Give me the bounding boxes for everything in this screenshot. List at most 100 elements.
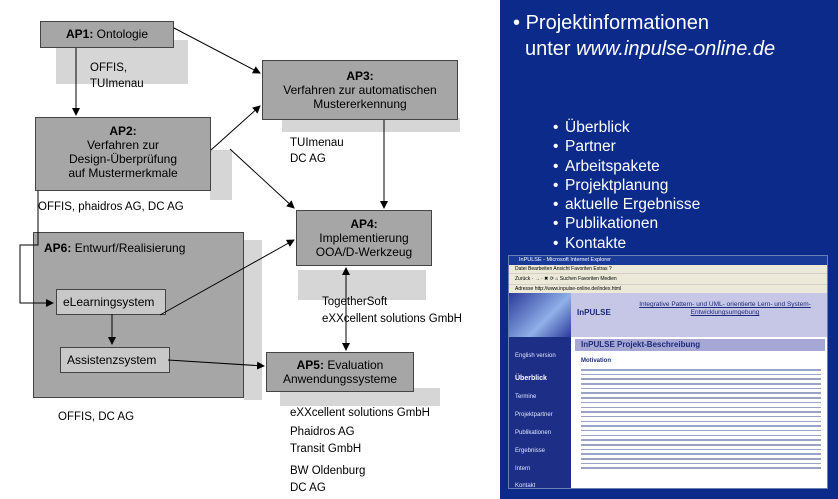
browser-toolbar: Zurück · → · ✖ ⟳ ⌂ Suchen Favoriten Medi… [509,273,827,284]
link-bullet: • [553,119,559,136]
ap3-box: AP3: Verfahren zur automatischen Mustere… [262,60,458,120]
ap6-title: Entwurf/Realisierung [74,241,186,255]
website-screenshot: InPULSE - Microsoft Internet Explorer Da… [508,255,828,489]
ap6-header: AP6: Entwurf/Realisierung [44,241,185,255]
site-section-heading: Motivation [581,358,611,364]
heading-line-1: Projektinformationen [525,12,710,34]
info-link-projektplanung[interactable]: • Projektplanung [553,176,700,195]
link-bullet: • [553,196,559,214]
site-sidebar: English version Überblick Termine Projek… [509,337,571,488]
ap5-title: Evaluation [327,358,384,372]
ap6-box: AP6: Entwurf/Realisierung eLearningsyste… [33,232,244,398]
ap3-partner-2: DC AG [290,153,326,165]
ap3-line-2: Mustererkennung [313,97,407,111]
link-label: Projektplanung [565,176,669,194]
browser-title-bar: InPULSE - Microsoft Internet Explorer [509,256,827,265]
info-link-publikationen[interactable]: • Publikationen [553,214,700,233]
site-nav-kontakt: Kontakt [515,483,536,489]
ap4-partner-2: eXXcellent solutions GmbH [322,313,462,325]
link-bullet: • [553,157,559,175]
site-nav-intern: Intern [515,466,531,472]
ap5-shadow [280,388,440,406]
ap5-line-2: Anwendungssysteme [282,372,398,386]
ap3-shadow [282,118,460,132]
link-label: Überblick [565,119,630,136]
elearningsystem-label: eLearningsystem [63,295,155,309]
info-link-kontakte[interactable]: • Kontakte [553,234,700,253]
arrow-ap2-ap3 [210,105,261,151]
ap5-partner-5: DC AG [290,482,326,494]
ap4-number: AP4: [350,217,378,231]
ap3-partner-1: TUImenau [290,137,344,149]
ap4-line-1: Implementierung [319,231,409,245]
ap6-shadow [244,240,262,400]
link-label: Partner [565,138,616,156]
heading-url[interactable]: www.inpulse-online.de [576,38,776,60]
browser-menu-bar: Datei Bearbeiten Ansicht Favoriten Extra… [509,265,827,273]
site-nav-publikationen: Publikationen [515,430,552,436]
ap2-line-3: auf Mustermerkmale [68,166,178,180]
arrow-ap2-ap4 [229,148,295,209]
link-bullet: • [553,215,559,233]
info-link-ueberblick[interactable]: • Überblick [553,118,700,137]
ap1-partner-1: OFFIS, [90,62,128,74]
site-nav-projektpartner: Projektpartner [515,412,553,418]
heading-prefix: unter [525,38,571,60]
site-tagline: Integrative Pattern- und UML- orientiert… [639,301,811,316]
site-nav-termine: Termine [515,394,537,400]
info-link-list: • Überblick • Partner • Arbeitspakete • Proj… [553,118,700,253]
ap6-number: AP6: [44,241,72,255]
ap3-line-1: Verfahren zur automatischen [283,83,437,97]
site-brand: InPULSE [577,308,611,317]
ap5-partner-3: Transit GmbH [290,443,362,455]
ap2-box: AP2: Verfahren zur Design-Überprüfung au… [35,117,211,191]
site-content: InPULSE Projekt-Beschreibung Motivation [571,337,827,488]
assistenzsystem-label: Assistenzsystem [67,353,157,367]
ap4-box: AP4: Implementierung OOA/D-Werkzeug [296,210,432,266]
ap4-partner-1: TogetherSoft [322,296,388,308]
heading-bullet: • [513,12,521,34]
site-paragraph [581,369,821,472]
link-bullet: • [553,234,559,252]
ap5-box: AP5: Evaluation Anwendungssysteme [266,352,414,392]
link-label: Kontakte [565,234,627,252]
link-label: Arbeitspakete [565,157,660,175]
banner-image [509,293,571,337]
ap2-number: AP2: [109,124,137,138]
site-banner: InPULSE Integrative Pattern- und UML- or… [509,293,827,337]
ap1-number: AP1: [65,27,94,41]
ap2-shadow [210,150,232,200]
info-link-ergebnisse[interactable]: • aktuelle Ergebnisse [553,195,700,214]
address-url: http://www.inpulse-online.de/index.html [534,286,622,292]
site-nav-ueberblick: Überblick [515,375,547,382]
link-label: aktuelle Ergebnisse [565,196,701,214]
ap5-partner-4: BW Oldenburg [290,465,366,477]
ap2-partners: OFFIS, phaidros AG, DC AG [38,201,184,213]
info-link-arbeitspakete[interactable]: • Arbeitspakete [553,157,700,176]
info-link-partner[interactable]: • Partner [553,137,700,156]
site-nav-ergebnisse: Ergebnisse [515,448,546,454]
ap3-number: AP3: [346,69,374,83]
info-heading: • Projektinformationen unter www.inpulse… [513,10,775,62]
ap2-line-1: Verfahren zur [86,138,160,152]
ap5-partner-2: Phaidros AG [290,426,355,438]
ap5-partner-1: eXXcellent solutions GmbH [290,407,430,419]
ap6-partners: OFFIS, DC AG [58,411,135,423]
ap1-title: Ontologie [96,27,149,41]
assistenzsystem-box: Assistenzsystem [60,347,170,373]
ap2-line-2: Design-Überprüfung [68,152,178,166]
ap1-partner-2: TUImenau [90,78,144,90]
ap1-box: AP1: Ontologie [40,21,174,48]
link-bullet: • [553,138,559,156]
ap4-shadow [298,270,426,300]
ap4-line-2: OOA/D-Werkzeug [315,245,413,259]
work-package-diagram: AP1: Ontologie OFFIS, TUImenau AP3: Verf… [0,0,500,499]
elearningsystem-box: eLearningsystem [56,289,166,315]
link-label: Publikationen [565,215,659,233]
address-label: Adresse [515,286,534,292]
ap5-number: AP5: [296,358,324,372]
site-page-heading: InPULSE Projekt-Beschreibung [575,339,825,351]
site-lang-link: English version [515,353,556,359]
link-bullet: • [553,176,559,194]
